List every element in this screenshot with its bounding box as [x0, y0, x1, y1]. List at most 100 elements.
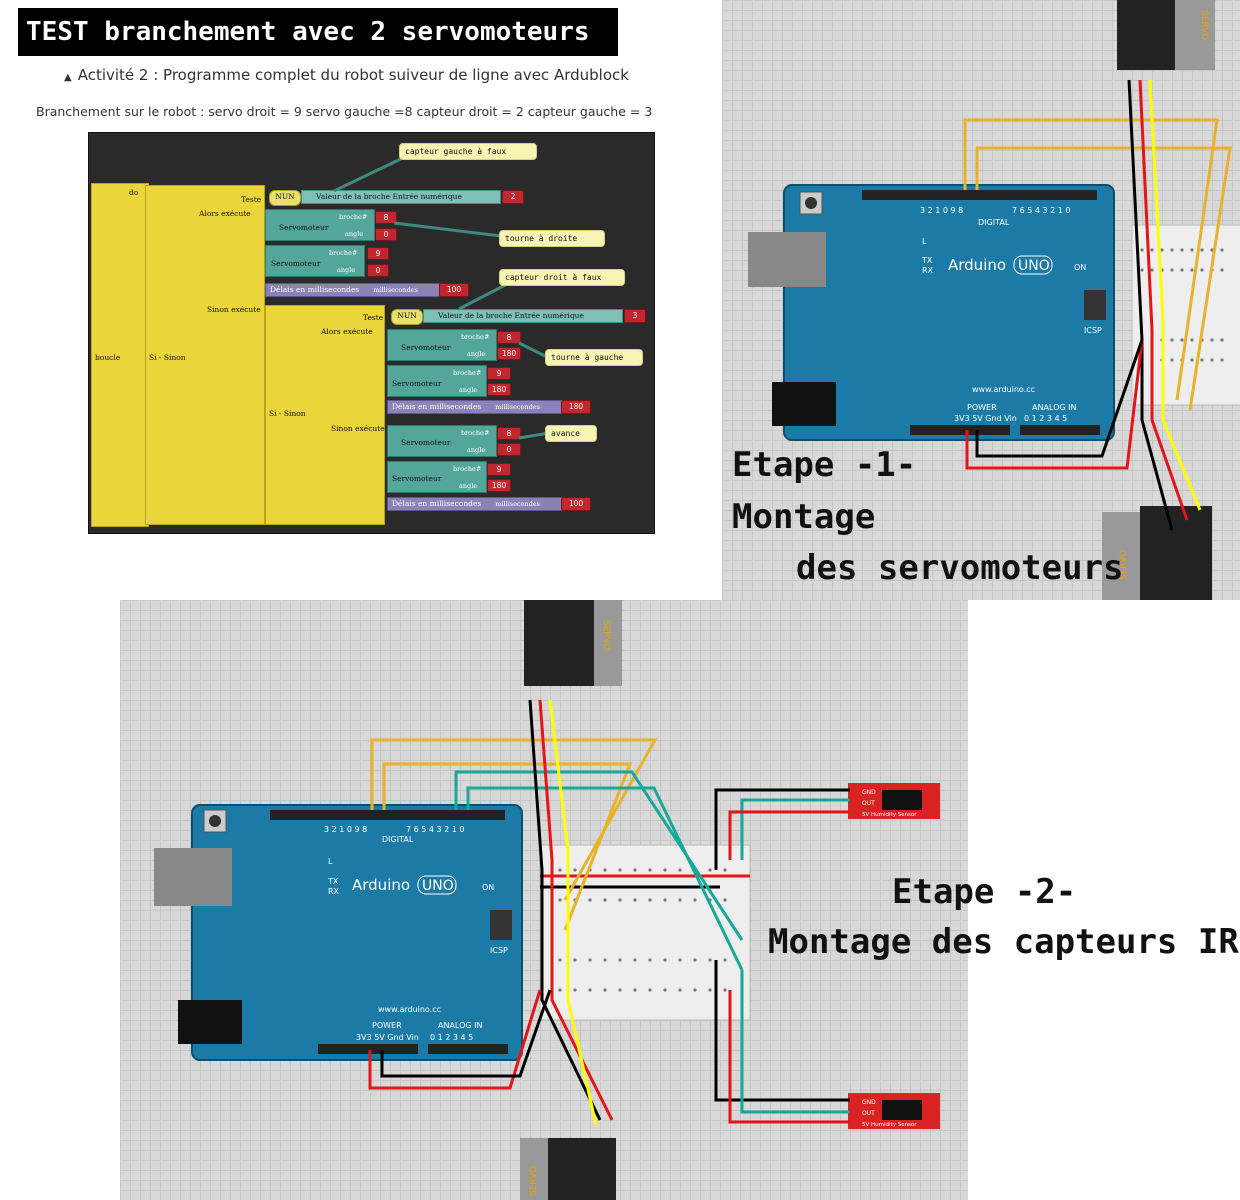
delay-3-label: Délais en millisecondes [392, 499, 482, 508]
step2-rx-label: RX [328, 887, 340, 896]
servo-4-pin: 9 [487, 367, 511, 380]
servo-4-angle-label: angle [459, 386, 478, 394]
if-else-block-2 [265, 305, 385, 525]
delay-1-label: Délais en millisecondes [270, 285, 360, 294]
servo-block-4 [387, 365, 487, 397]
comment-left-false: capteur gauche à faux [399, 143, 537, 160]
step2-pin-row-left: 3 2 1 0 9 8 [324, 825, 367, 834]
page-title: TEST branchement avec 2 servomoteurs [18, 8, 618, 56]
comment-right-false: capteur droit à faux [499, 269, 625, 286]
servo-1-angle-label: angle [345, 230, 364, 238]
servo-4-angle: 180 [487, 383, 511, 396]
step1-servo-top [1117, 0, 1175, 70]
step1-usb-port [748, 232, 826, 287]
servo-block-6 [387, 461, 487, 493]
delay-2-label: Délais en millisecondes [392, 402, 482, 411]
then-1-label: Alors exécute [199, 209, 251, 218]
step2-breadboard [539, 844, 751, 1021]
servo-5-angle-label: angle [467, 446, 486, 454]
step1-servo-bottom-label: SERVO [1119, 550, 1129, 580]
step2-l-label: L [328, 857, 333, 866]
step1-board-url: www.arduino.cc [972, 385, 1035, 394]
digital-read-block-1: Valeur de la broche Entrée numérique [301, 190, 501, 204]
servo-1-pin: 8 [375, 211, 397, 224]
step2-arduino-board [191, 804, 523, 1061]
step2-usb-port [154, 848, 232, 906]
delay-3-ms-label: millisecondes [495, 500, 540, 508]
step1-power-label: POWER [967, 403, 997, 412]
servo-2-angle: 0 [367, 264, 389, 277]
servo-3-pin: 8 [497, 331, 521, 344]
step1-subtitle-2: des servomoteurs [796, 548, 1124, 588]
ir-bottom-gnd: GND [862, 1099, 876, 1106]
step1-on-label: ON [1074, 263, 1086, 272]
servo-2-label: Servomoteur [271, 259, 321, 268]
activity-title-text: Activité 2 : Programme complet du robot … [77, 66, 629, 84]
step2-tx-label: TX [327, 877, 339, 886]
delay-1-value: 100 [439, 283, 469, 297]
step1-title: Etape -1- [732, 445, 917, 485]
activity-title[interactable]: ▲ Activité 2 : Programme complet du robot… [64, 66, 629, 84]
step2-analog-label: ANALOG IN [438, 1021, 483, 1030]
step1-power-pins: 3V3 5V Gnd Vin [954, 414, 1017, 423]
servo-5-pin-label: broche# [461, 429, 490, 437]
ir-bottom-out: OUT [862, 1110, 875, 1117]
servo-3-pin-label: broche# [461, 333, 490, 341]
delay-1-ms-label: millisecondes [373, 286, 418, 294]
servo-1-pin-label: broche# [339, 213, 368, 221]
ardublock-program: do boucle Si - Sinon Teste Alors exécute… [88, 132, 655, 534]
step1-tx-label: TX [921, 256, 933, 265]
comment-turn-right: tourne à droite [499, 230, 605, 247]
step2-on-label: ON [482, 883, 494, 892]
servo-block-2 [265, 245, 365, 277]
collapse-triangle-icon[interactable]: ▲ [64, 72, 72, 83]
blank-area [0, 600, 120, 1200]
else-2-label: Sinon exécute [331, 424, 385, 433]
step1-analog-pins: 0 1 2 3 4 5 [1024, 414, 1067, 423]
delay-3-value: 100 [561, 497, 591, 511]
servo-block-5 [387, 425, 497, 457]
step2-analog-pins: 0 1 2 3 4 5 [430, 1033, 473, 1042]
servo-6-angle: 180 [487, 479, 511, 492]
step2-servo-bottom-label: SERVO [529, 1166, 539, 1196]
servo-1-label: Servomoteur [279, 223, 329, 232]
step2-wiring-diagram: Arduino UNO www.arduino.cc DIGITAL POWER… [120, 600, 968, 1200]
step1-power-jack [772, 382, 836, 426]
digital-read-block-2: Valeur de la broche Entrée numérique [423, 309, 623, 323]
step2-power-label: POWER [372, 1021, 402, 1030]
test-1-label: Teste [241, 195, 262, 204]
step2-icsp-label: ICSP [490, 946, 508, 955]
servo-3-angle-label: angle [467, 350, 486, 358]
loop-label: boucle [95, 353, 121, 362]
servo-5-angle: 0 [497, 443, 521, 456]
delay-2-value: 180 [561, 400, 591, 414]
ir-top-label: 5V Humidity Sensor [862, 812, 917, 818]
step1-arduino-board [783, 184, 1115, 441]
step2-svg: Arduino UNO www.arduino.cc DIGITAL POWER… [154, 600, 940, 1200]
step2-board-name: Arduino [352, 876, 410, 894]
if-else-2-label: Si - Sinon [269, 409, 306, 418]
comment-turn-left: tourne à gauche [545, 349, 643, 366]
step2-pin-row-right: 7 6 5 4 3 2 1 0 [406, 825, 465, 834]
step1-pin-row-left: 3 2 1 0 9 8 [920, 206, 963, 215]
ir-bottom-label: 5V Humidity Sensor [862, 1122, 917, 1128]
servo-3-angle: 180 [497, 347, 521, 360]
servo-block-1 [265, 209, 375, 241]
step2-board-model: UNO [422, 878, 454, 894]
servo-6-pin-label: broche# [453, 465, 482, 473]
servo-4-label: Servomoteur [392, 379, 442, 388]
servo-2-angle-label: angle [337, 266, 356, 274]
delay-2-ms-label: millisecondes [495, 403, 540, 411]
step2-board-url: www.arduino.cc [378, 1005, 441, 1014]
step1-icsp-label: ICSP [1084, 326, 1102, 335]
step2-title: Etape -2- [892, 872, 1077, 912]
servo-4-pin-label: broche# [453, 369, 482, 377]
nun-block-2: NUN [391, 309, 423, 325]
step2-servo-top-label: SERVO [601, 620, 611, 650]
loop-do-label: do [129, 188, 139, 197]
servo-3-label: Servomoteur [401, 343, 451, 352]
digital-read-pin-2: 3 [624, 309, 646, 323]
step2-servo-top [524, 600, 594, 686]
else-1-label: Sinon exécute [207, 305, 261, 314]
servo-6-label: Servomoteur [392, 474, 442, 483]
